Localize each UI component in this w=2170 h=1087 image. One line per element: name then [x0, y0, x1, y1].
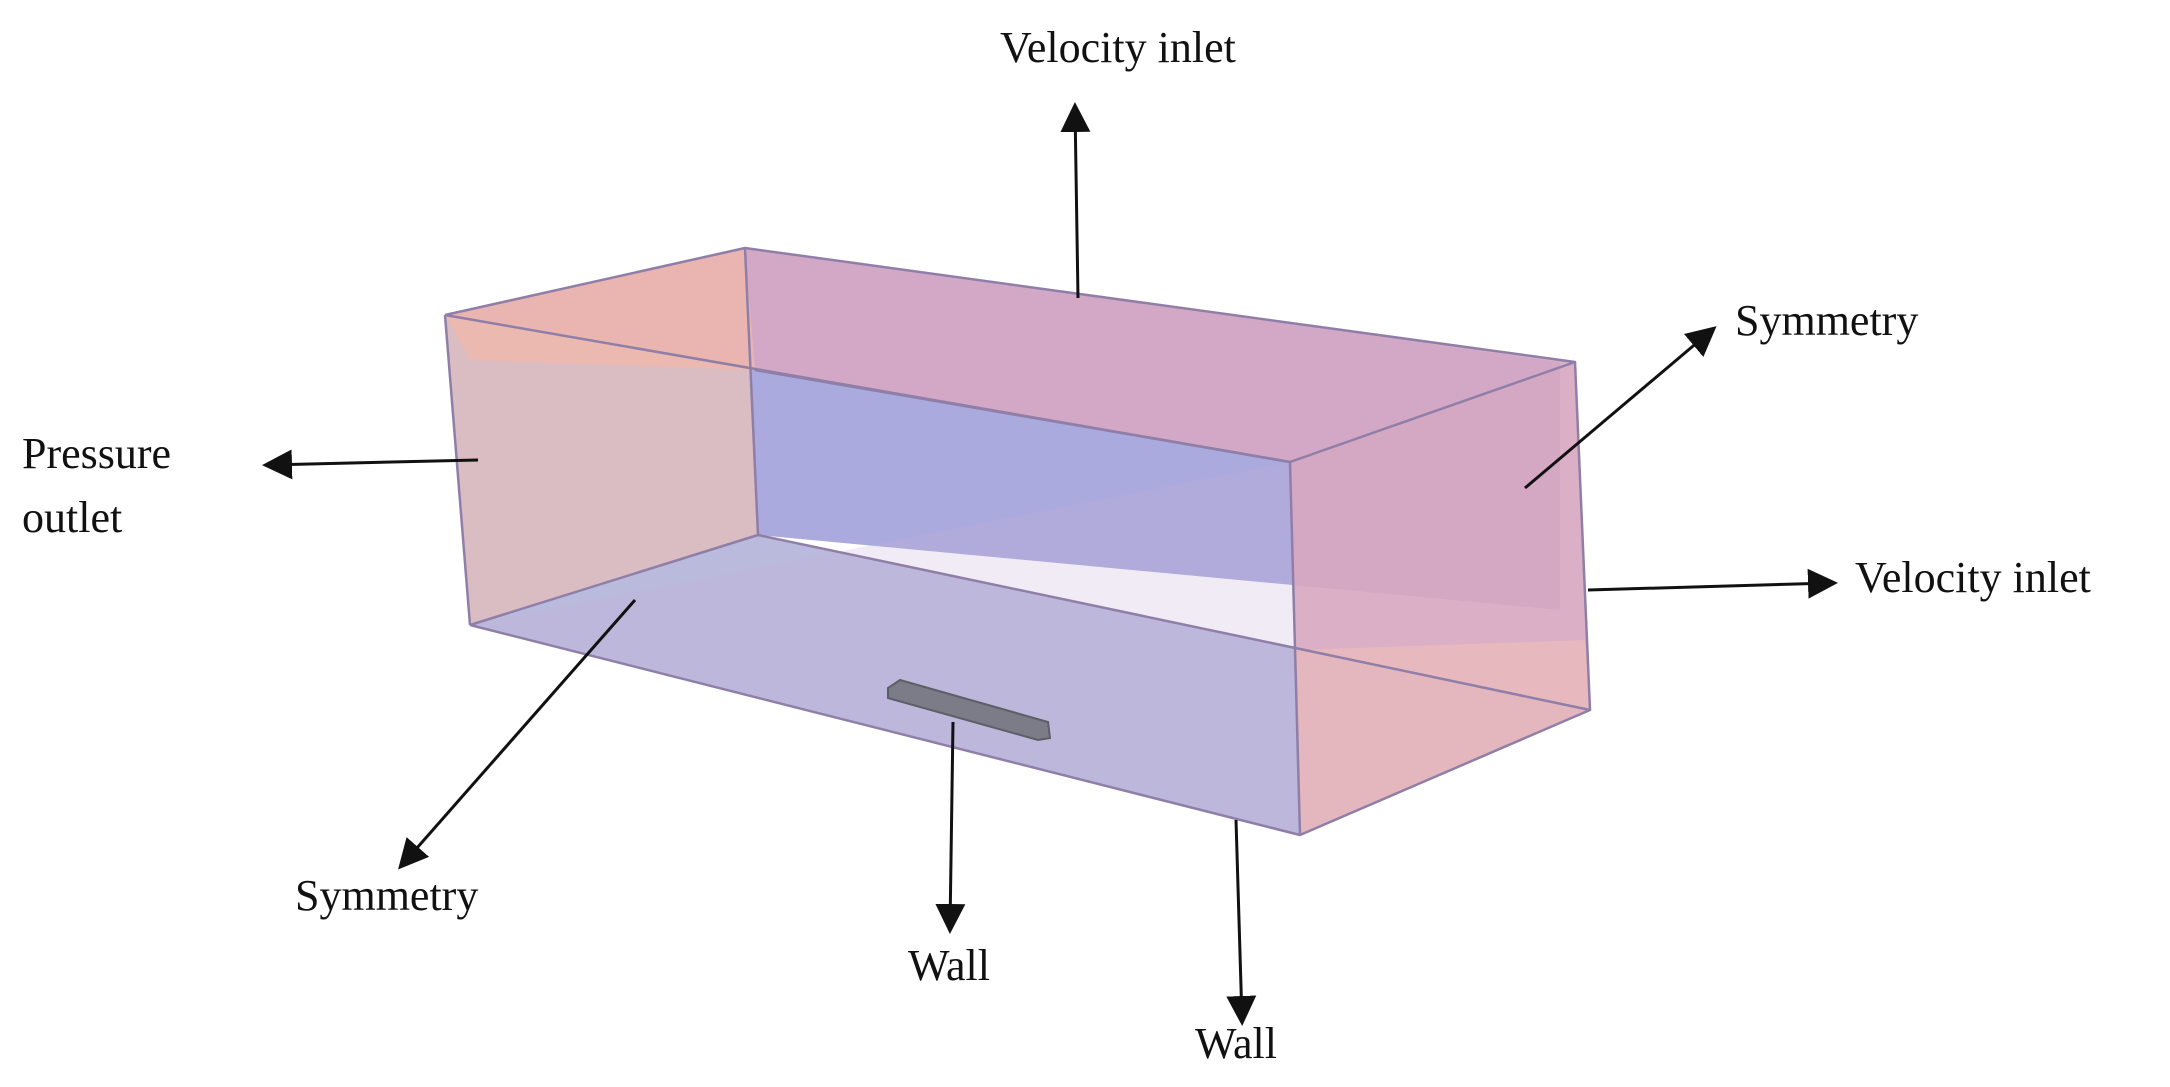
arrow-wall-bottom [1226, 819, 1257, 1026]
labels: Velocity inlet Symmetry Pressure outlet … [22, 23, 2091, 1068]
symmetry-face-lower-region [1295, 640, 1590, 835]
domain-box [443, 246, 1592, 837]
edge-inner-top [754, 368, 1291, 464]
label-pressure-outlet-line2: outlet [22, 493, 122, 542]
arrow-velocity-inlet-right [1587, 568, 1838, 599]
label-symmetry-right: Symmetry [1735, 296, 1918, 345]
top-face-left-region [445, 248, 755, 370]
label-wall-bottom: Wall [1195, 1019, 1277, 1068]
arrow-symmetry-bottom [398, 599, 637, 870]
edge-vertical-back-right [1573, 361, 1592, 711]
plate-wall [887, 678, 1052, 742]
label-pressure-outlet-line1: Pressure [22, 429, 171, 478]
edge-vertical-front-right [1288, 461, 1302, 836]
label-symmetry-bottom: Symmetry [295, 871, 478, 920]
label-wall-plate: Wall [908, 941, 990, 990]
label-velocity-inlet-top: Velocity inlet [1000, 23, 1236, 72]
label-velocity-inlet-right: Velocity inlet [1855, 553, 2091, 602]
arrow-symmetry-right [1524, 326, 1717, 490]
arrow-velocity-inlet-top [1060, 102, 1091, 299]
arrows [262, 102, 1838, 1026]
edge-vertical-front-left [443, 314, 472, 626]
edge-vertical-back-left [743, 247, 760, 536]
arrow-pressure-outlet [262, 449, 479, 480]
front-face [470, 462, 1300, 835]
arrow-wall-plate [935, 721, 966, 934]
